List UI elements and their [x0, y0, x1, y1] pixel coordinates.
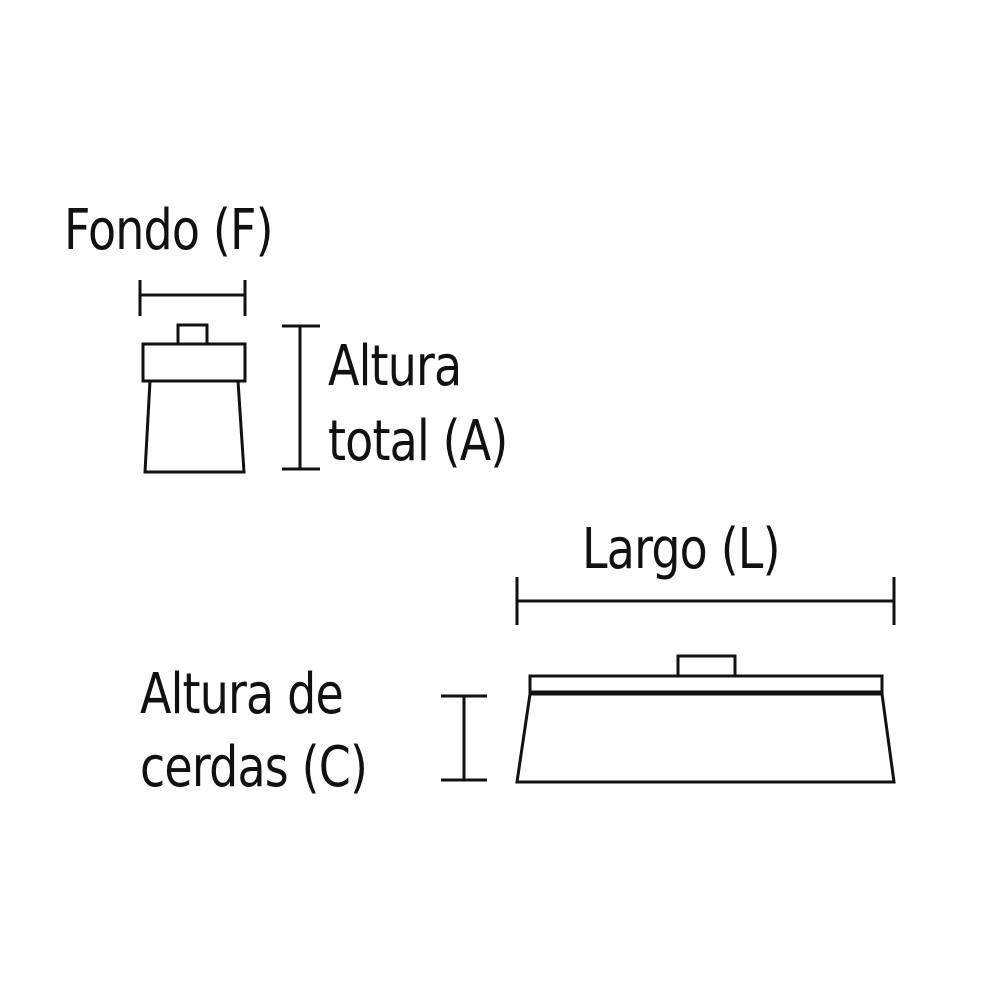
altura-cerdas-dimension-line: [441, 694, 487, 782]
fondo-label: Fondo (F): [64, 198, 273, 263]
altura-total-dimension-line: [282, 324, 320, 471]
fondo-dimension-line: [138, 280, 247, 316]
largo-label: Largo (L): [582, 517, 780, 582]
altura-total-label-line1: Altura: [328, 334, 462, 399]
side-handle-socket: [176, 323, 209, 346]
altura-cerdas-label-line2: cerdas (C): [140, 735, 368, 800]
side-brush-block: [141, 342, 247, 383]
largo-dimension-line: [515, 577, 896, 625]
altura-total-label-line2: total (A): [328, 409, 508, 474]
front-handle-socket: [676, 654, 737, 678]
front-brush-block: [528, 674, 884, 694]
brush-front-view: [515, 654, 896, 784]
altura-cerdas-label-line1: Altura de: [140, 662, 344, 727]
side-bristles: [143, 379, 246, 474]
brush-side-view: [141, 323, 247, 474]
front-bristles: [515, 692, 896, 784]
